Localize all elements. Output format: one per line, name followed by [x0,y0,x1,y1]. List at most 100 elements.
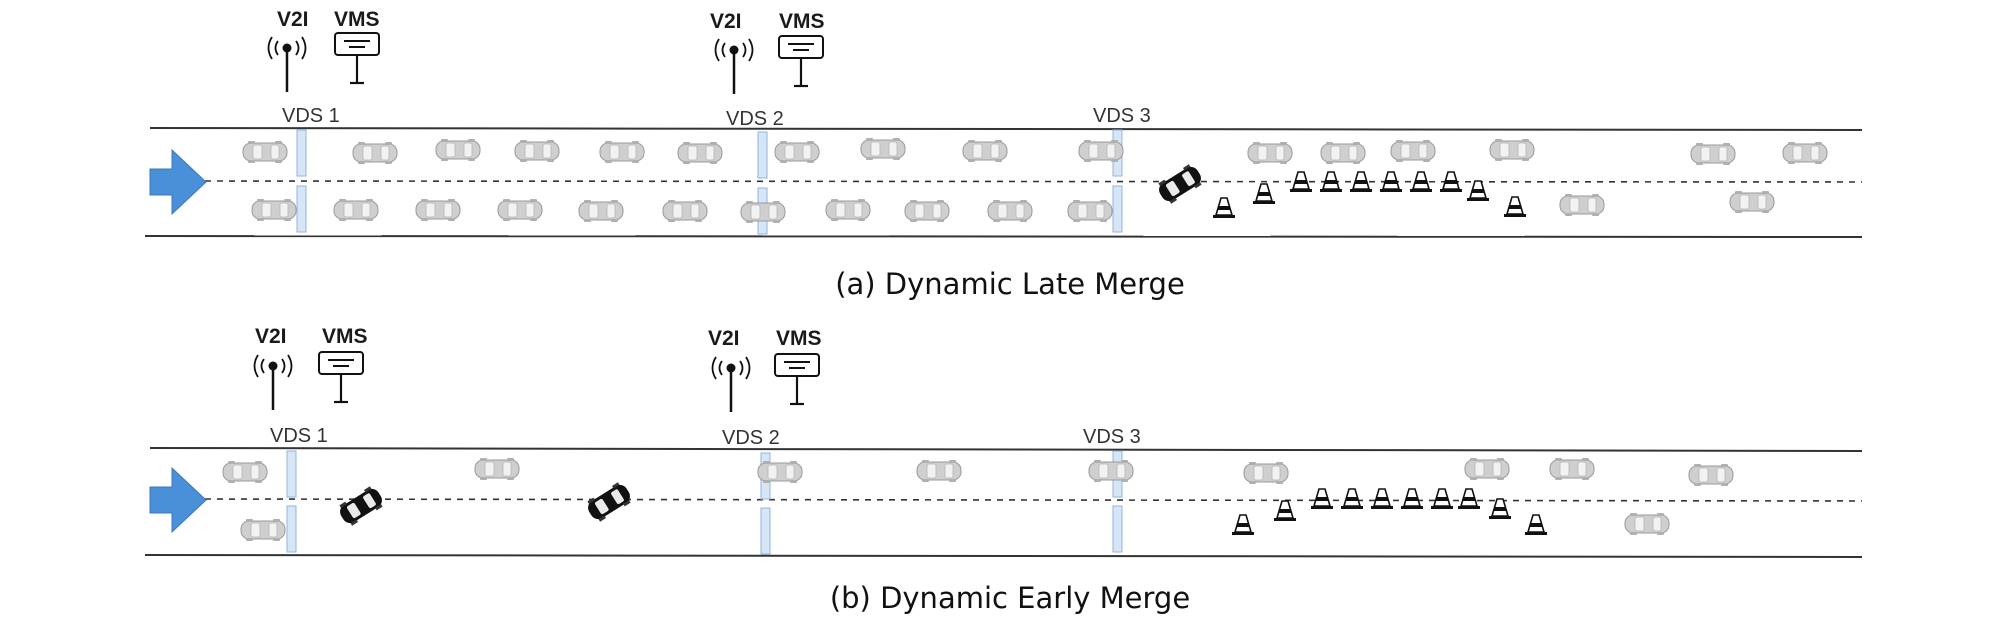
car-icon [1559,193,1605,217]
road-edge-top [149,447,1863,452]
road-edge-bottom [144,554,1863,558]
traffic-cone-icon [1503,196,1527,218]
v2i-label: V2I [277,8,309,31]
vds-detector [1112,505,1123,553]
car-icon [904,199,950,223]
car-icon [1690,142,1736,166]
vds-detector [296,185,307,233]
vms-sign-icon [777,34,825,88]
traffic-cone-icon [1430,488,1454,510]
car-icon [1247,141,1293,165]
traffic-cone-icon [1524,514,1548,536]
vms-label: VMS [334,8,380,31]
car-icon [774,140,820,164]
vms-label: VMS [322,325,368,348]
v2i-antenna-icon [253,353,293,412]
car-icon [497,198,543,222]
car-icon [435,138,481,162]
vds-detector [760,507,771,555]
traffic-cone-icon [1457,488,1481,510]
traffic-cone-icon [1310,488,1334,510]
car-icon [757,460,803,484]
car-icon [240,518,286,542]
car-icon [860,137,906,161]
v2i-antenna-icon [267,35,307,94]
vds-detector [296,129,307,177]
traffic-cone-icon [1466,180,1490,202]
panel-caption: (a) Dynamic Late Merge [835,267,1185,301]
car-icon [1320,141,1366,165]
car-icon [1688,463,1734,487]
car-icon [825,198,871,222]
road-edge-bottom [144,235,1863,238]
vds-label: VDS 2 [722,427,780,449]
car-icon [987,199,1033,223]
vds-detector [286,450,297,498]
vds-label: VDS 1 [270,425,328,447]
car-icon [1782,141,1828,165]
car-icon [916,459,962,483]
car-icon [1489,138,1535,162]
car-icon [1729,190,1775,214]
car-icon [1088,459,1134,483]
v2i-antenna-icon [711,355,751,414]
car-icon [242,140,288,164]
traffic-cone-icon [1400,488,1424,510]
car-icon [352,141,398,165]
panel-early-merge: V2I VMS V2I VMS VDS 1 VDS 2 VDS 3 [144,325,1863,615]
car-icon [1243,461,1289,485]
vds-label: VDS 1 [282,105,340,127]
car-icon [1549,457,1595,481]
traffic-cone-icon [1488,498,1512,520]
car-icon [514,139,560,163]
panel-late-merge: V2I VMS V2I VMS VDS 1 VDS 2 VDS 3 [144,8,1863,301]
car-icon [415,198,461,222]
vds-detector [757,131,768,179]
vms-sign-icon [317,350,365,404]
car-icon [474,457,520,481]
car-icon [251,198,297,222]
car-icon [740,200,786,224]
vds-label: VDS 3 [1083,426,1141,448]
lane-divider [204,180,1863,183]
car-icon [962,139,1008,163]
traffic-cone-icon [1370,488,1394,510]
v2i-label: V2I [710,10,742,33]
vms-sign-icon [333,31,381,85]
vds-label: VDS 3 [1093,105,1151,127]
traffic-cone-icon [1349,171,1373,193]
car-icon [333,198,379,222]
traffic-cone-icon [1252,183,1276,205]
vds-label: VDS 2 [726,108,784,130]
car-icon [1067,199,1113,223]
car-icon [1078,139,1124,163]
v2i-antenna-icon [714,37,754,96]
traffic-cone-icon [1212,197,1236,219]
car-icon [1464,457,1510,481]
car-icon [578,199,624,223]
traffic-cone-icon [1340,488,1364,510]
panel-caption: (b) Dynamic Early Merge [830,581,1190,615]
vms-sign-icon [773,352,821,406]
car-icon [677,141,723,165]
direction-arrow-icon [149,467,207,533]
road-edge-top [149,127,1863,131]
car-icon [662,199,708,223]
vds-detector [1112,185,1123,233]
merging-car-icon [1154,162,1206,206]
traffic-cone-icon [1231,514,1255,536]
v2i-label: V2I [255,325,287,348]
vms-label: VMS [776,327,822,350]
car-icon [1390,139,1436,163]
traffic-cone-icon [1273,500,1297,522]
vds-detector [286,505,297,553]
car-icon [1624,512,1670,536]
merging-car-icon [583,480,635,524]
vms-label: VMS [779,10,825,33]
car-icon [599,140,645,164]
traffic-cone-icon [1409,171,1433,193]
traffic-cone-icon [1289,171,1313,193]
v2i-label: V2I [708,327,740,350]
merging-car-icon [335,484,387,528]
